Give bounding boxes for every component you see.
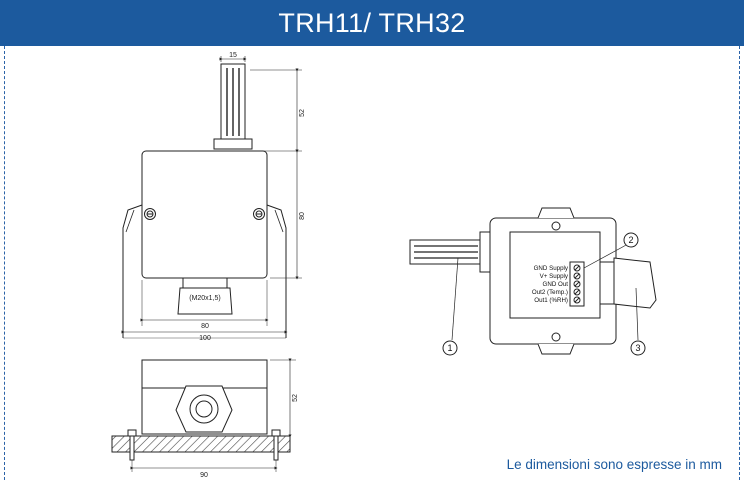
dim-probe-height: 52 <box>299 109 306 117</box>
gland-thread-label: (M20x1,5) <box>189 295 221 302</box>
front-view <box>121 56 302 339</box>
dim-bracket-width: 100 <box>199 335 211 342</box>
dim-box-width: 80 <box>201 323 209 330</box>
terminal-label-2: V+ Supply <box>540 273 569 280</box>
dim-box-height: 80 <box>299 212 306 220</box>
callout-1: 1 <box>447 343 452 353</box>
cable-gland-side <box>613 257 657 309</box>
terminal-label-3: GND Out <box>543 281 569 288</box>
internal-view <box>409 207 657 356</box>
dim-bottom-width: 90 <box>200 472 208 479</box>
cable-gland <box>177 287 233 315</box>
callout-2: 2 <box>628 235 633 245</box>
housing-front <box>141 150 268 279</box>
mounting-surface <box>111 435 291 453</box>
terminal-label-4: Out2 (Temp.) <box>532 289 568 296</box>
frame-border-right <box>739 46 740 480</box>
probe-base <box>213 138 253 150</box>
callout-3: 3 <box>635 343 640 353</box>
terminal-label-1: GND Supply <box>534 265 569 272</box>
terminal-label-5: Out1 (%RH) <box>534 297 568 304</box>
frame-border-left <box>4 46 5 480</box>
units-note: Le dimensioni sono espresse in mm <box>506 457 722 472</box>
housing-bottom-top <box>141 359 268 389</box>
dim-bottom-height: 52 <box>292 394 299 402</box>
dim-probe-width: 15 <box>229 52 237 59</box>
page-title: TRH11/ TRH32 <box>278 7 466 38</box>
technical-drawing: 15 52 80 80 100 (M20x1,5) 52 90 <box>111 52 657 479</box>
bottom-view <box>111 358 296 472</box>
header-bar: TRH11/ TRH32 <box>0 0 744 46</box>
